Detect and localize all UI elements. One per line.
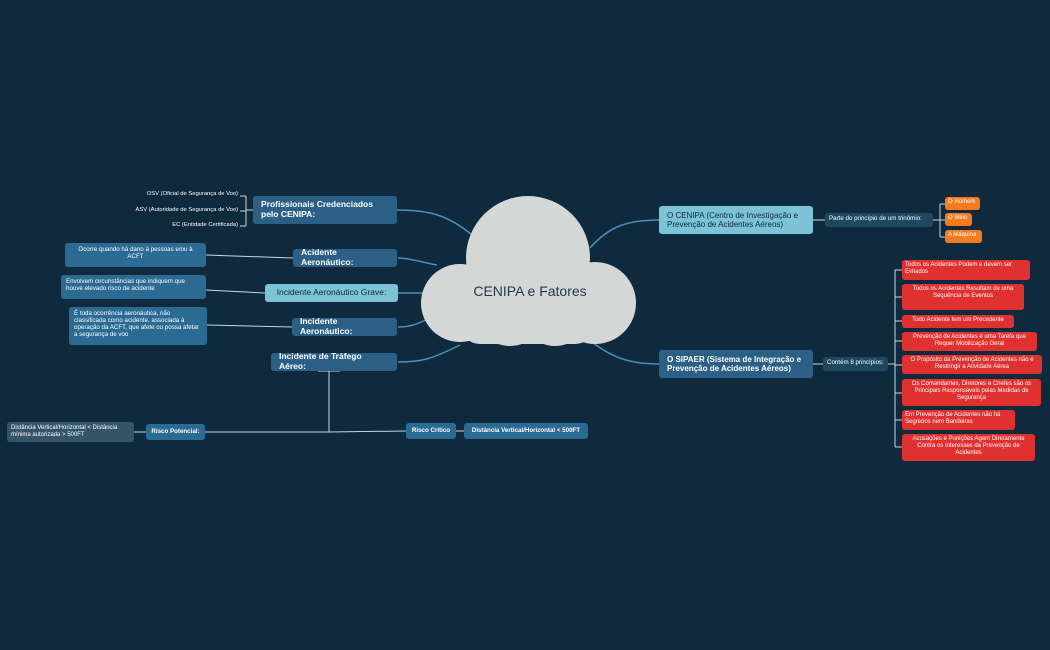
principio-6[interactable]: Os Comandantes, Diretores e Chefes são o…: [902, 379, 1041, 406]
topic-acidente[interactable]: Acidente Aeronáutico:: [293, 247, 397, 267]
topic-cenipa[interactable]: O CENIPA (Centro de Investigação e Preve…: [659, 206, 813, 234]
topic-incidente-grave[interactable]: Incidente Aeronáutico Grave:: [265, 284, 398, 302]
connector-trafego-down: [318, 370, 340, 432]
incidente-grave-note[interactable]: Envolvem circunstâncias que indiquem que…: [61, 275, 206, 299]
topic-incidente[interactable]: Incidente Aeronáutico:: [292, 316, 397, 336]
risco-potencial[interactable]: Risco Potencial:: [146, 424, 205, 440]
sipaer-principios-label[interactable]: Contém 8 princípios:: [823, 357, 888, 371]
incidente-note[interactable]: É toda ocorrência aeronáutica, não class…: [69, 307, 207, 345]
connector-cenipa: [589, 219, 660, 249]
topic-profissionais[interactable]: Profissionais Credenciados pelo CENIPA:: [253, 196, 397, 224]
principio-1[interactable]: Todos os Acidentes Podem e devem ser Evi…: [902, 260, 1030, 280]
connector-trafego: [397, 344, 461, 363]
connector-principios: [888, 270, 896, 447]
principio-4[interactable]: Prevenção de Acidentes é uma Tarefa que …: [902, 332, 1037, 351]
connector-prof-items: [240, 195, 253, 227]
connector-sipaer: [591, 341, 660, 365]
central-title[interactable]: CENIPA e Fatores: [473, 283, 587, 299]
risco-potencial-note[interactable]: Distância Vertical/Horizontal < Distânci…: [7, 422, 134, 442]
central-cloud: [421, 196, 636, 346]
principio-5[interactable]: O Propósito da Prevenção de Acidentes nã…: [902, 355, 1042, 374]
principio-3[interactable]: Todo Acidente tem um Precedente: [902, 315, 1014, 328]
principio-2[interactable]: Todos os Acidentes Resultam de uma Sequê…: [902, 284, 1024, 310]
cenipa-trinomio-label[interactable]: Parte do princípio de um trinômio:: [825, 213, 933, 227]
prof-item-osv[interactable]: OSV (Oficial de Segurança de Voo): [146, 191, 238, 197]
connector-trinomio: [933, 203, 945, 238]
connector-critico: [328, 430, 407, 433]
principio-8[interactable]: Acusações e Punições Agem Diretamente Co…: [902, 434, 1035, 461]
connector-profissionais: [396, 209, 479, 241]
connector-acidente-note: [205, 254, 294, 259]
trinomio-maquina[interactable]: A Máquina: [945, 230, 982, 243]
prof-item-ec[interactable]: EC (Entidade Certificada): [172, 222, 238, 228]
connector-acidente: [397, 257, 438, 266]
acidente-note[interactable]: Ocorre quando há dano à pessoas e/ou à A…: [65, 243, 206, 267]
connector-principios-items: [895, 269, 902, 448]
topic-sipaer[interactable]: O SIPAER (Sistema de Integração e Preven…: [659, 350, 813, 378]
risco-critico-note[interactable]: Distância Vertical/Horizontal < 500FT: [464, 423, 588, 439]
connector-grave-note: [205, 289, 266, 294]
risco-critico[interactable]: Risco Crítico: [406, 423, 456, 439]
principio-7[interactable]: Em Prevenção de Acidentes não há Segredo…: [902, 410, 1015, 430]
topic-trafego[interactable]: Incidente de Tráfego Aéreo:: [271, 351, 397, 371]
connector-incidente-note: [206, 324, 293, 328]
trinomio-homem[interactable]: O Homem: [945, 197, 980, 210]
trinomio-meio[interactable]: O Meio: [945, 213, 972, 226]
prof-item-asv[interactable]: ASV (Autoridade de Segurança de Voo): [135, 207, 238, 213]
